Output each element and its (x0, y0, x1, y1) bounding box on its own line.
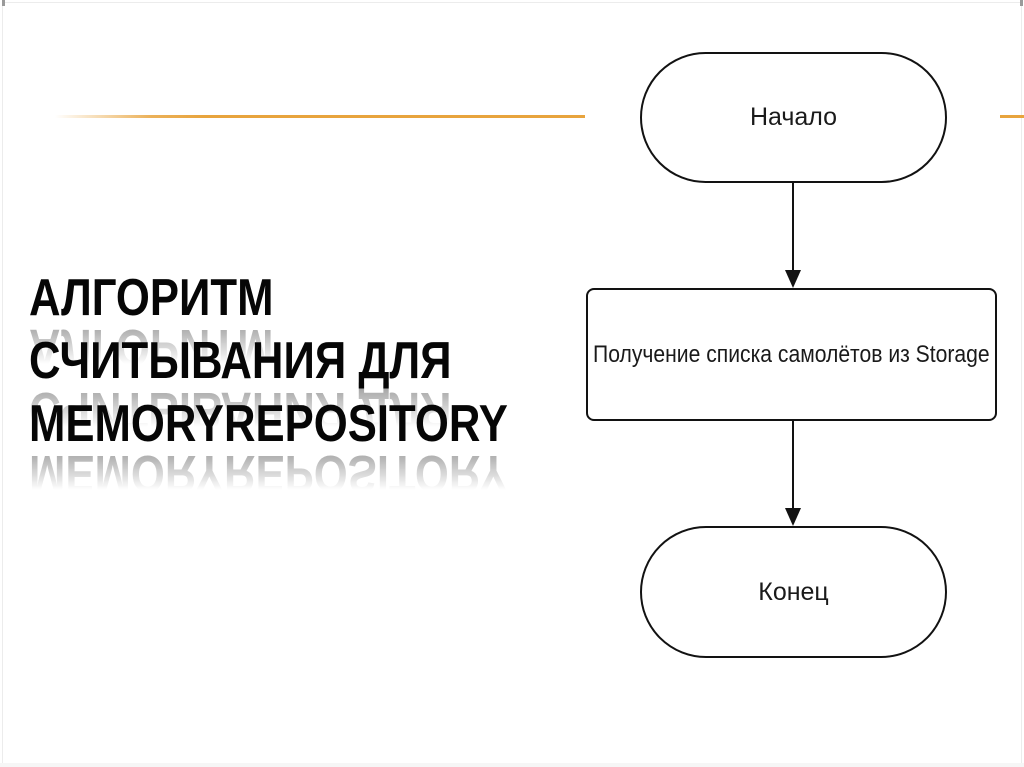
frame-corner-tick-left (2, 0, 5, 6)
slide-title: АЛГОРИТМ АЛГОРИТМ СЧИТЫВАНИЯ ДЛЯ СЧИТЫВА… (29, 267, 589, 502)
arrow-shaft (792, 183, 794, 270)
flowchart-node-process: Получение списка самолётов из Storage (586, 288, 997, 421)
flowchart-node-start: Начало (640, 52, 947, 183)
accent-divider-line (55, 115, 1024, 118)
frame-corner-tick-right (1020, 0, 1023, 6)
title-line-3: MEMORYREPOSITORY MEMORYREPOSITORY (29, 393, 589, 502)
slide-bottom-strip (0, 763, 1024, 767)
flowchart-diagram: Начало Получение списка самолётов из Sto… (585, 30, 1000, 685)
arrow-down-icon (785, 508, 801, 526)
arrow-shaft (792, 421, 794, 508)
title-line-2: СЧИТЫВАНИЯ ДЛЯ СЧИТЫВАНИЯ ДЛЯ (29, 330, 589, 439)
flowchart-node-process-label: Получение списка самолётов из Storage (593, 340, 990, 368)
title-line-1-text: АЛГОРИТМ (29, 269, 274, 327)
flowchart-node-end: Конец (640, 526, 947, 658)
arrow-down-icon (785, 270, 801, 288)
flowchart-node-start-label: Начало (749, 103, 838, 131)
title-line-3-text: MEMORYREPOSITORY (29, 395, 508, 453)
title-line-1: АЛГОРИТМ АЛГОРИТМ (29, 267, 589, 376)
flowchart-node-end-label: Конец (758, 577, 829, 606)
title-line-2-text: СЧИТЫВАНИЯ ДЛЯ (29, 332, 452, 390)
